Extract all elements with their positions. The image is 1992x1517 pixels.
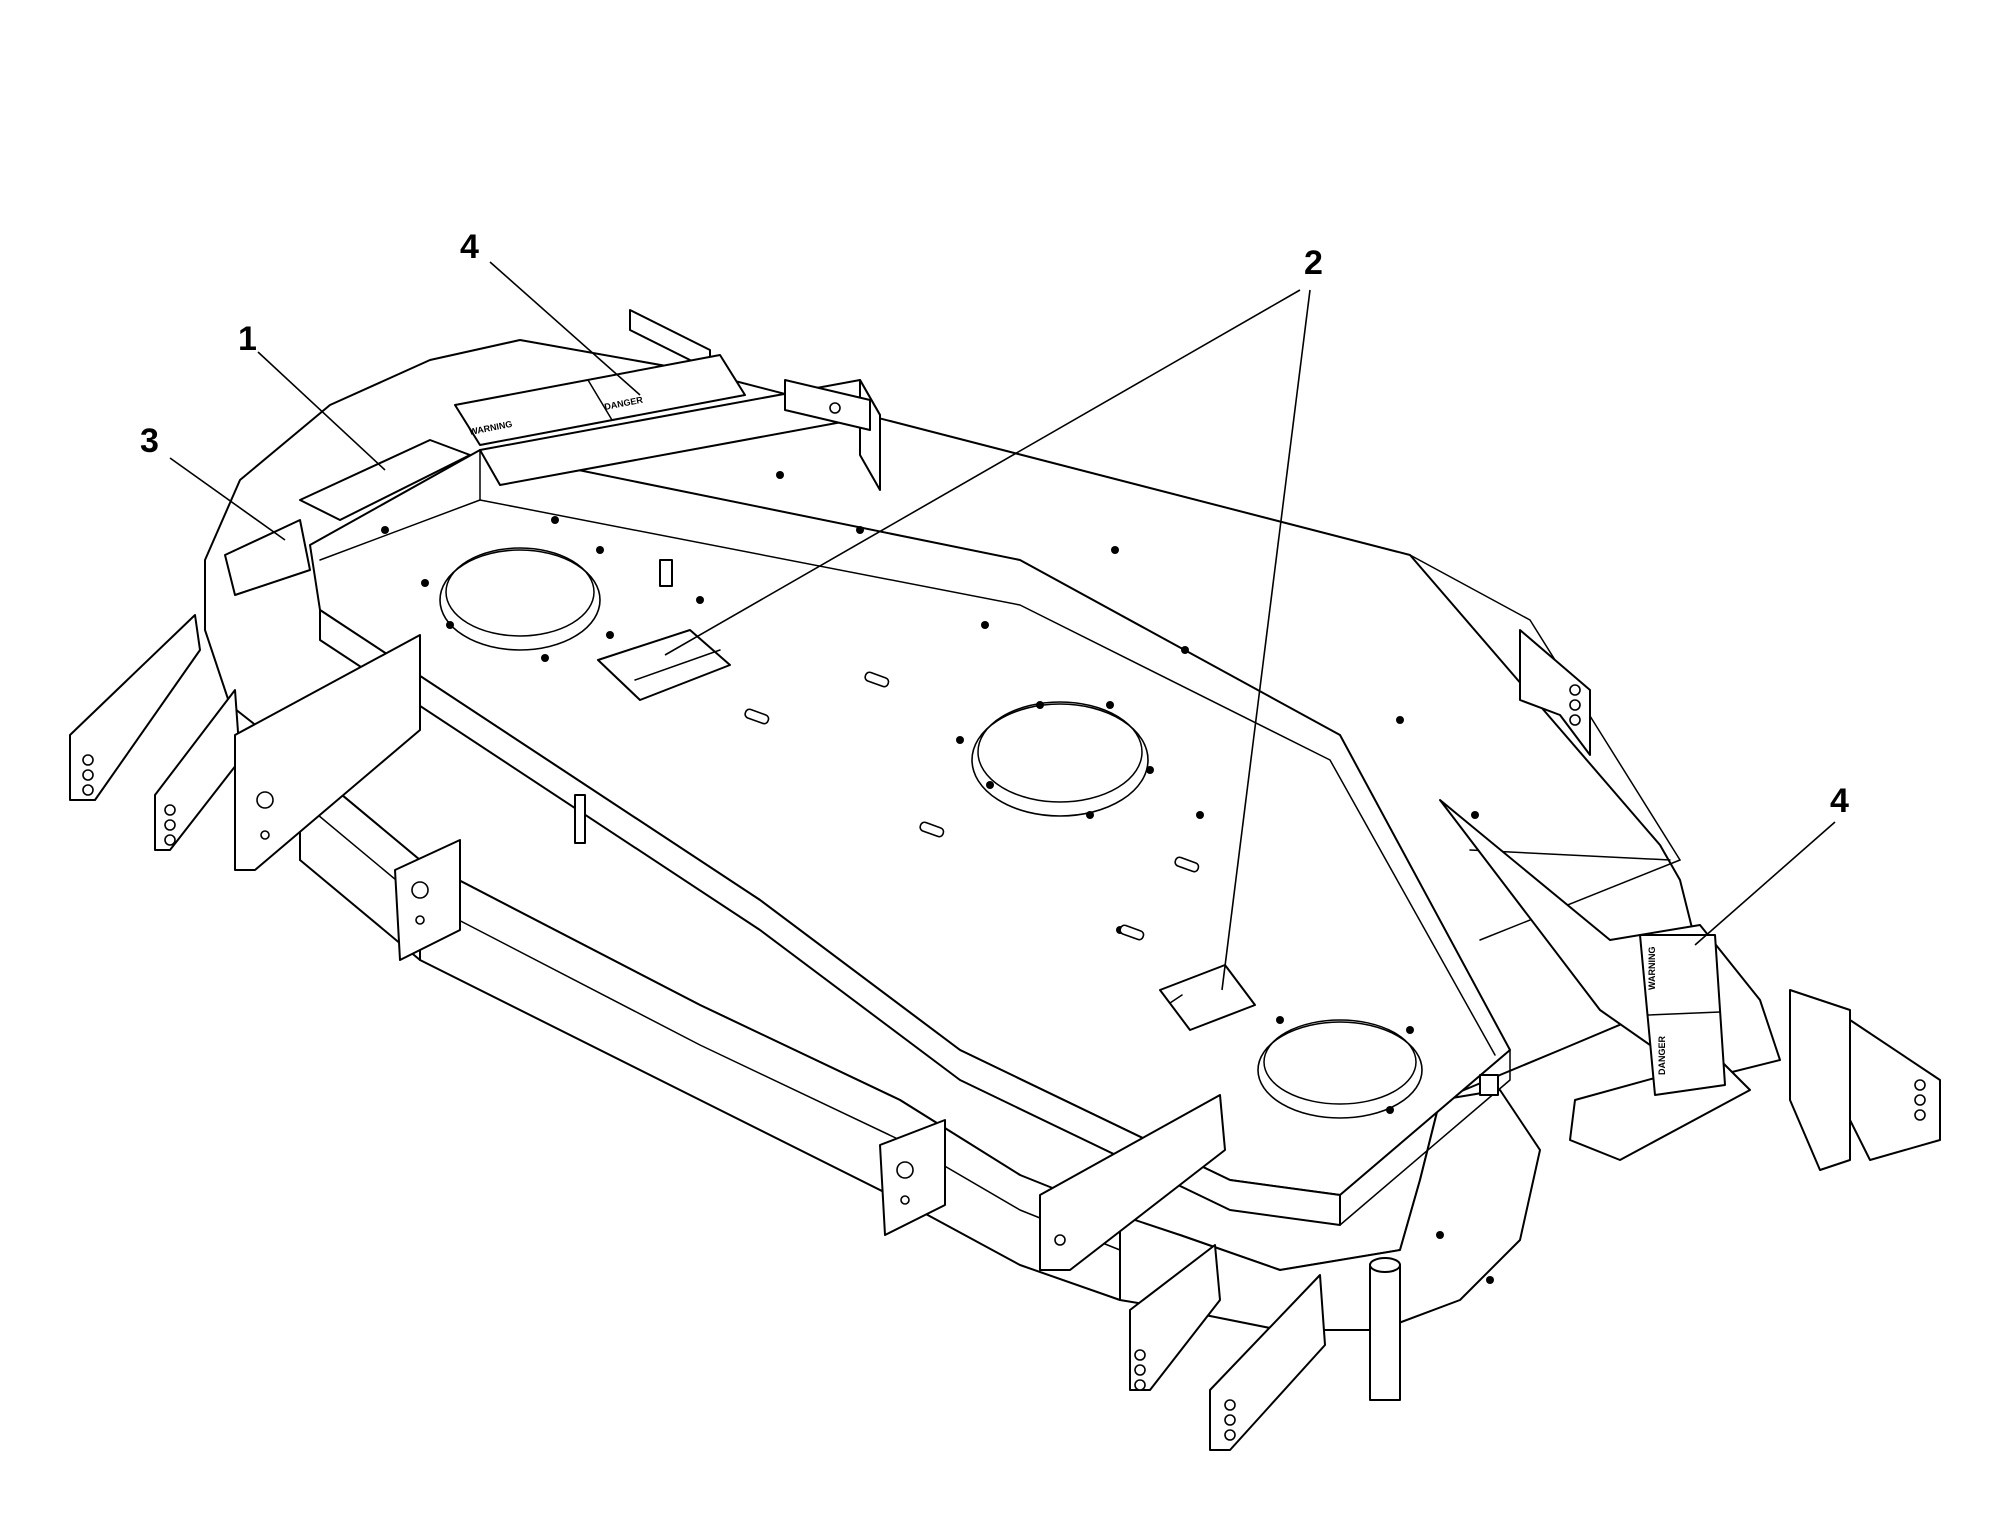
callout-4-front: 4 [1830, 782, 1849, 820]
callout-4-rear: 4 [460, 228, 479, 266]
leader-2-a [664, 289, 1301, 656]
leader-2-b [1221, 289, 1311, 991]
decal-2-rear [597, 629, 731, 701]
leader-4-front [1694, 821, 1836, 946]
callout-labels: 1 2 3 4 4 [140, 228, 1849, 820]
callout-1: 1 [238, 320, 257, 358]
decal-1 [299, 439, 471, 521]
callout-3: 3 [140, 422, 159, 460]
decal-4-front: WARNING DANGER [1639, 934, 1726, 1096]
leader-3 [169, 457, 286, 541]
leader-4-rear [489, 261, 641, 396]
decal-4-front-bottom-text: DANGER [1657, 1035, 1667, 1075]
decal-2-front [1159, 964, 1256, 1031]
decal-4-front-top-text: WARNING [1647, 947, 1657, 991]
decal-4-rear: WARNING DANGER [454, 354, 746, 446]
decals: WARNING DANGER WARNING DANGER [224, 354, 1726, 1096]
mounting-holes [381, 471, 1499, 1284]
leader-1 [257, 351, 386, 471]
spindle-openings [439, 547, 1423, 1119]
callout-2: 2 [1304, 244, 1323, 282]
decal-3 [224, 519, 311, 596]
leader-lines [169, 261, 1836, 991]
